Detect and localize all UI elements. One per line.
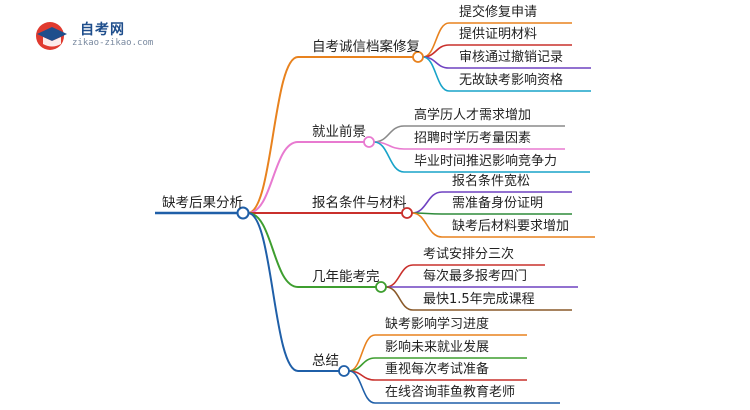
leaf-label: 影响未来就业发展 <box>385 340 490 355</box>
leaf-label: 高学历人才需求增加 <box>414 108 532 123</box>
leaf-label: 缺考影响学习进度 <box>385 317 490 332</box>
branch-connector <box>247 56 299 214</box>
branch-connector <box>247 141 299 214</box>
branch-node-circle <box>412 51 424 63</box>
leaf-label: 缺考后材料要求增加 <box>452 219 570 234</box>
branch-connector <box>247 212 299 372</box>
leaf-connector <box>373 125 405 143</box>
graduation-cap-icon <box>36 22 67 50</box>
root-node-label: 缺考后果分析 <box>162 195 243 211</box>
leaf-connector <box>422 56 450 92</box>
logo-name: 自考网 <box>80 22 125 38</box>
leaf-label: 需准备身份证明 <box>452 196 544 211</box>
leaf-label: 报名条件宽松 <box>452 174 531 189</box>
leaf-connector <box>411 191 443 214</box>
branch-node-circle <box>363 136 375 148</box>
leaf-connector <box>373 141 405 173</box>
leaf-label: 最快1.5年完成课程 <box>423 292 535 307</box>
leaf-label: 招聘时学历考量因素 <box>414 131 532 146</box>
branch-node-circle <box>375 281 387 293</box>
root-node-circle <box>236 206 250 220</box>
leaf-label: 考试安排分三次 <box>423 247 515 262</box>
branch-connector <box>247 212 299 288</box>
site-logo: 自考网 zikao-zikao.com <box>30 16 160 56</box>
branch-label: 就业前景 <box>312 124 366 140</box>
leaf-label: 重视每次考试准备 <box>385 362 490 377</box>
leaf-connector <box>385 264 414 288</box>
leaf-connector <box>348 370 376 404</box>
branch-node-circle <box>401 207 413 219</box>
logo-domain: zikao-zikao.com <box>72 38 154 48</box>
leaf-label: 在线咨询菲鱼教育老师 <box>385 385 516 400</box>
branch-label: 报名条件与材料 <box>312 195 407 211</box>
leaf-connector <box>411 212 443 238</box>
branch-node-circle <box>338 365 350 377</box>
branch-label: 几年能考完 <box>312 269 380 285</box>
leaf-label: 审核通过撤销记录 <box>459 50 564 65</box>
branch-label: 总结 <box>312 353 339 369</box>
leaf-label: 毕业时间推迟影响竞争力 <box>414 154 558 169</box>
branch-label: 自考诚信档案修复 <box>312 39 420 55</box>
leaf-label: 提交修复申请 <box>459 5 538 20</box>
leaf-label: 无故缺考影响资格 <box>459 73 564 88</box>
leaf-label: 提供证明材料 <box>459 27 538 42</box>
leaf-label: 每次最多报考四门 <box>423 269 528 284</box>
leaf-connector <box>385 286 414 311</box>
